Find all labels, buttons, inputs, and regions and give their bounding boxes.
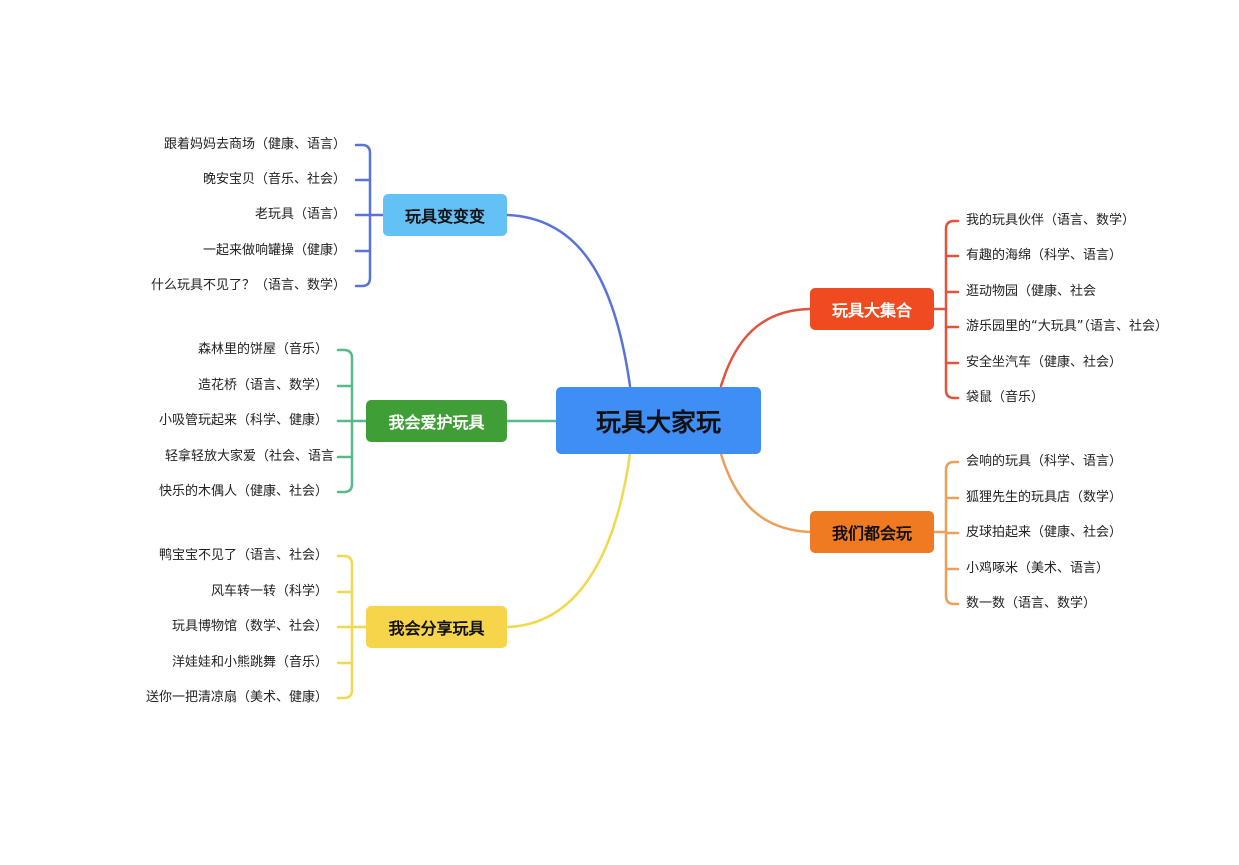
leaf-item[interactable]: 皮球拍起来（健康、社会） (966, 525, 1123, 540)
leaf-item[interactable]: 跟着妈妈去商场（健康、语言） (163, 137, 346, 152)
leaf-item[interactable]: 一起来做响罐操（健康） (202, 243, 346, 258)
branch-we-all-play[interactable]: 我们都会玩 (810, 511, 934, 553)
leaf-item[interactable]: 狐狸先生的玩具店（数学） (966, 490, 1123, 505)
leaf-item[interactable]: 洋娃娃和小熊跳舞（音乐） (171, 655, 328, 670)
branch-connector (505, 213, 632, 388)
leaf-item[interactable]: 快乐的木偶人（健康、社会） (158, 484, 328, 499)
leaf-item[interactable]: 小吸管玩起来（科学、健康） (158, 413, 328, 428)
leaf-item[interactable]: 会响的玩具（科学、语言） (966, 454, 1123, 469)
center-topic[interactable]: 玩具大家玩 (556, 387, 761, 454)
leaf-item[interactable]: 玩具博物馆（数学、社会） (171, 619, 328, 634)
leaf-item[interactable]: 什么玩具不见了？（语言、数学） (150, 278, 346, 293)
leaf-item[interactable]: 小鸡啄米（美术、语言） (966, 561, 1110, 576)
branch-share-toys[interactable]: 我会分享玩具 (366, 606, 507, 648)
branch-label: 玩具大集合 (831, 301, 912, 320)
bracket (944, 219, 960, 400)
branch-connector (719, 452, 812, 534)
leaf-item[interactable]: 游乐园里的“大玩具”（语言、社会） (966, 319, 1168, 334)
branch-label: 我会分享玩具 (388, 619, 485, 638)
leaf-item[interactable]: 我的玩具伙伴（语言、数学） (966, 213, 1136, 228)
branch-connector (505, 452, 632, 629)
leaf-item[interactable]: 送你一把清凉扇（美术、健康） (145, 690, 328, 705)
leaf-item[interactable]: 森林里的饼屋（音乐） (197, 342, 328, 357)
leaf-item[interactable]: 袋鼠（音乐） (966, 390, 1045, 405)
branch-toy-collection[interactable]: 玩具大集合 (810, 288, 934, 330)
leaf-item[interactable]: 晚安宝贝（音乐、社会） (202, 172, 346, 187)
branch-connector (719, 307, 812, 388)
center-topic-label: 玩具大家玩 (595, 407, 721, 437)
leaf-item[interactable]: 风车转一转（科学） (210, 584, 328, 599)
leaf-item[interactable]: 造花桥（语言、数学） (197, 378, 328, 393)
leaf-item[interactable]: 鸭宝宝不见了（语言、社会） (158, 548, 328, 563)
leaf-item[interactable]: 数一数（语言、数学） (966, 596, 1097, 611)
leaf-item[interactable]: 轻拿轻放大家爱（社会、语言 (164, 449, 334, 464)
branch-label: 我会爱护玩具 (388, 413, 485, 432)
leaf-item[interactable]: 老玩具（语言） (254, 207, 346, 222)
branch-label: 玩具变变变 (404, 207, 485, 226)
branch-label: 我们都会玩 (831, 524, 912, 543)
leaf-item[interactable]: 逛动物园（健康、社会 (966, 284, 1097, 299)
branch-toys-change[interactable]: 玩具变变变 (383, 194, 507, 236)
branch-care-for-toys[interactable]: 我会爱护玩具 (366, 400, 507, 442)
leaf-item[interactable]: 安全坐汽车（健康、社会） (966, 355, 1123, 370)
leaf-item[interactable]: 有趣的海绵（科学、语言） (966, 248, 1123, 263)
